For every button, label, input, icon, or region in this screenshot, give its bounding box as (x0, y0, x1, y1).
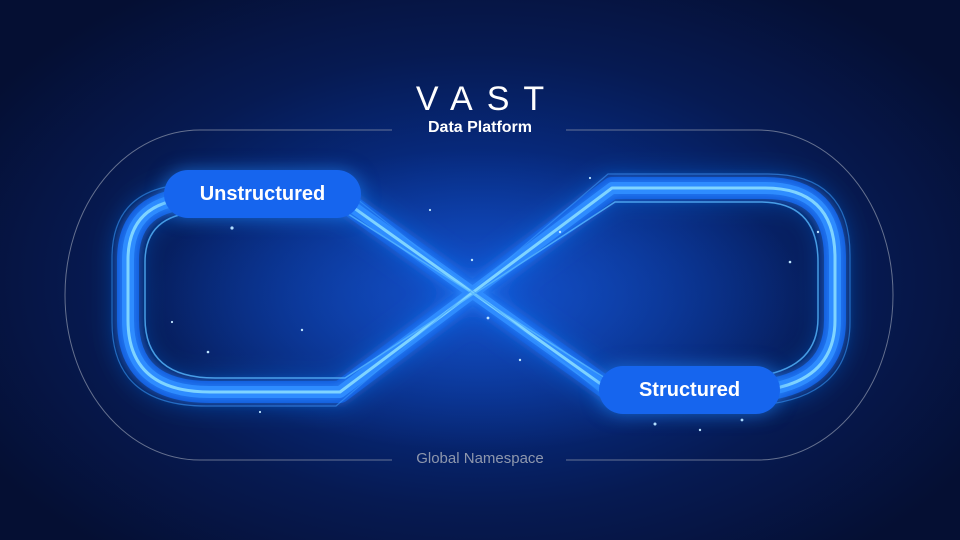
frame-right (566, 129, 894, 461)
global-namespace-label: Global Namespace (416, 450, 544, 467)
sparkles (170, 176, 820, 432)
platform-subtitle: Data Platform (427, 119, 533, 136)
structured-label: Structured (599, 366, 780, 414)
infinity-loop (111, 173, 851, 407)
unstructured-label: Unstructured (164, 170, 361, 218)
vast-logo: VAST (415, 80, 559, 118)
frame-top-left (64, 129, 392, 461)
